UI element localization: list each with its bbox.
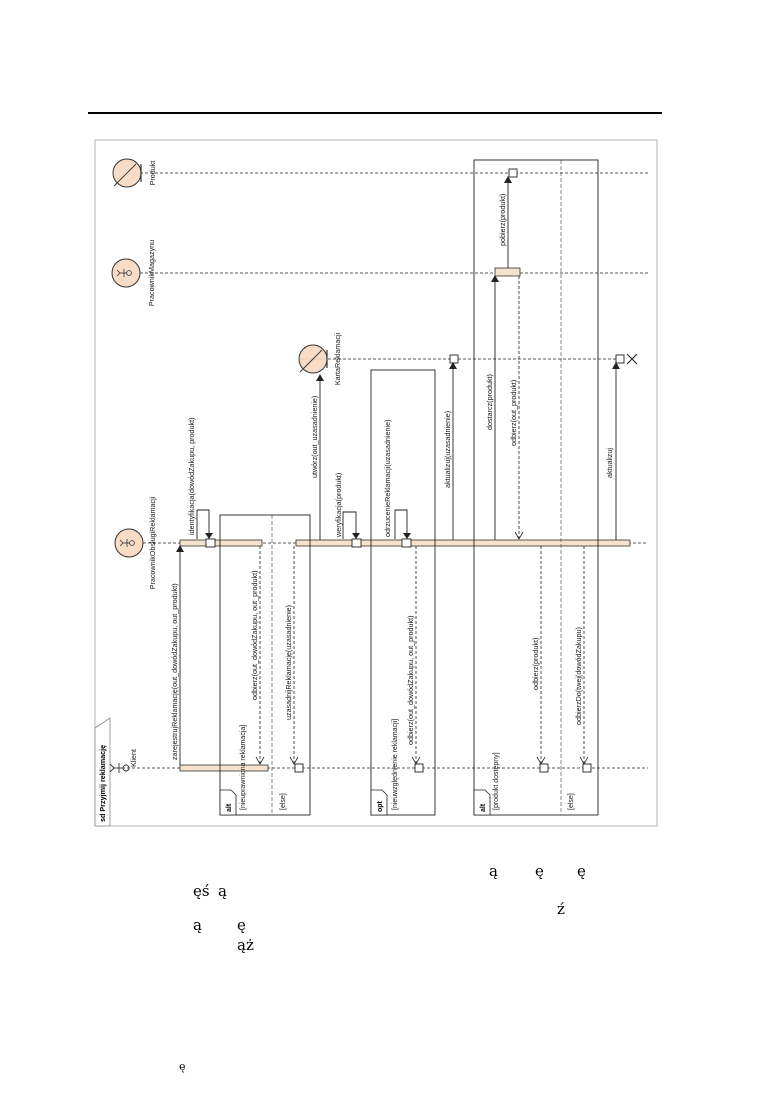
lifeline-label-pracownik-magazynu: PracownikMagazynu (147, 240, 156, 306)
message-label-m15: aktualizuj (605, 448, 614, 478)
arrowhead (255, 756, 265, 765)
destroy-marker (626, 353, 638, 365)
message-label-m7: odrzucenieReklamacji(uzasadnienie) (383, 420, 392, 537)
arrowhead (504, 176, 512, 183)
text-fragment: ęś (193, 882, 210, 900)
fragment-opt (370, 369, 436, 816)
message-label-m8: odbierz(out_dowódZakupu, out_produkt) (406, 616, 415, 745)
fragment-operator-alt-2: alt (480, 803, 487, 812)
diagram-title-tab (94, 717, 111, 827)
message-label-m2: identyfikacja(dowódZakupu, produkt) (187, 418, 196, 535)
arrowhead (176, 545, 184, 552)
execution-box (582, 763, 592, 773)
fragment-label-tab (370, 789, 388, 816)
arrowhead (205, 533, 213, 539)
message-label-m10: dostarcz(produkt) (485, 374, 494, 430)
execution-box (351, 538, 362, 548)
diagram-title: sd Przyjmij reklamację (98, 745, 107, 822)
fragment-label-tab (473, 789, 491, 816)
control-actor-icon (114, 528, 144, 558)
arrowhead (449, 362, 457, 369)
lifeline-label-klient: Klient (129, 749, 138, 767)
message-label-m9: aktualizuj(uzasadnienie) (443, 411, 452, 488)
fragment-alt-1 (219, 514, 311, 816)
execution-box (205, 538, 216, 548)
fragment-alt-2 (473, 159, 599, 816)
message-arrow (196, 509, 210, 539)
message-label-m1: zarejestrujReklamację(out_dowódZakupu, o… (170, 583, 179, 760)
lifeline-label-karta-reklamacji: KartaReklamacji (333, 332, 342, 385)
activation-pracownik-2 (295, 539, 631, 547)
text-fragment: ę (577, 862, 586, 880)
fragment-label-tab (219, 789, 237, 816)
message-label-m4: uzasadnijReklamację(uzasadnienie) (284, 605, 293, 720)
message-label-m13: odbierz(produkt) (531, 638, 540, 690)
message-arrow (342, 511, 357, 539)
entity-icon (298, 344, 328, 374)
control-actor-icon (111, 258, 141, 288)
execution-box (414, 763, 424, 773)
activation-pracownik-1 (179, 539, 263, 547)
execution-box (401, 538, 412, 548)
message-label-m14: odbierzDo(twej(dowódZakupu) (574, 627, 583, 725)
arrowhead (403, 533, 411, 539)
execution-box (449, 354, 459, 364)
arrowhead (514, 531, 524, 540)
arrowhead (536, 756, 546, 765)
arrowhead (579, 756, 589, 765)
message-label-m3: odbierz(out_dowódZakupu, out_produkt) (250, 571, 259, 700)
entity-icon (112, 158, 142, 188)
arrowhead (316, 374, 324, 381)
text-fragment: ą (218, 882, 227, 900)
execution-box (539, 763, 549, 773)
lifeline-label-pracownik-obslugi: PracownikObsługiReklamacji (148, 496, 157, 589)
diagram-frame (94, 139, 658, 827)
text-fragment: ą (193, 916, 202, 934)
message-label-m5: utwórz(out_uzasadnienie) (310, 396, 319, 478)
text-fragment: ąż (237, 936, 254, 954)
guard-nieuwzglednienie: [nieuwzględnienie reklamacji] (392, 719, 399, 810)
guard-else-2: [else] (568, 793, 575, 810)
activation-klient (179, 764, 269, 772)
execution-box (615, 354, 625, 364)
text-fragment: ź (557, 900, 565, 918)
lifeline-label-produkt: Produkt (148, 161, 157, 186)
arrowhead (289, 756, 299, 765)
text-fragment: ę (535, 862, 544, 880)
arrowhead (612, 362, 620, 369)
text-fragment: ą (489, 862, 498, 880)
text-fragment: ę (237, 916, 246, 934)
arrowhead (352, 533, 360, 539)
message-label-m6: weryfikacja(produkt) (334, 473, 343, 538)
text-fragment: ę (179, 1060, 186, 1073)
execution-box (508, 168, 518, 178)
message-arrow (394, 509, 408, 539)
arrowhead (411, 756, 421, 765)
page-top-rule (88, 112, 662, 114)
message-label-m11: pobierz(produkt) (498, 194, 507, 246)
arrowhead (491, 275, 499, 282)
execution-box (294, 763, 304, 773)
actor-icon (109, 763, 130, 773)
fragment-operator-alt-1: alt (226, 803, 233, 812)
message-label-m12: odbierz(out_produkt) (509, 380, 518, 446)
guard-produkt-dostepny: [produkt dostępny] (493, 752, 500, 810)
activation-pracownik-magazynu (494, 267, 521, 277)
guard-nieuprawniona: [nieuprawniona reklamacja] (240, 725, 247, 810)
guard-else-1: [else] (280, 793, 287, 810)
fragment-operator-opt: opt (377, 800, 384, 812)
